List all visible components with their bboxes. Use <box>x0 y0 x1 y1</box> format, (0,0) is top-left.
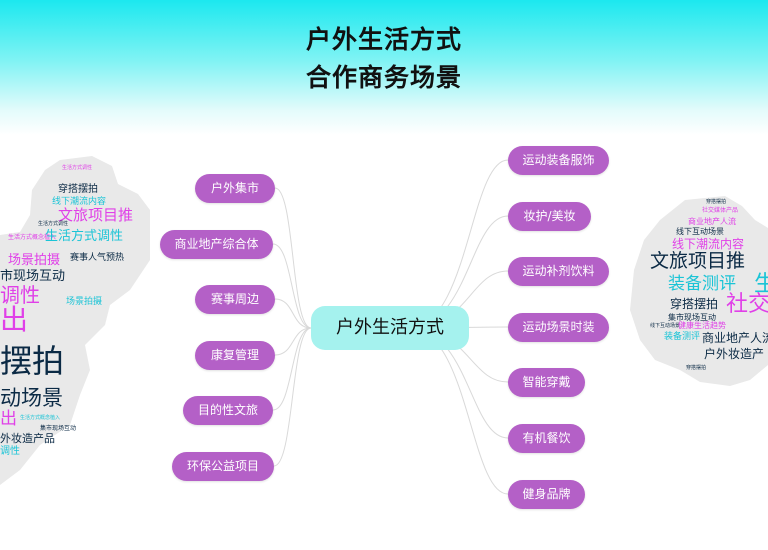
cloud-word: 穿搭摆拍 <box>58 184 98 195</box>
connector-left <box>274 327 312 356</box>
cloud-word: 穿搭摆拍 <box>670 297 719 311</box>
cloud-word: 集市现场互动 <box>668 313 716 322</box>
connector-left <box>272 327 312 411</box>
cloud-word: 商业地产人流 <box>688 217 736 226</box>
cloud-word: 线下互动场景 <box>650 323 681 329</box>
cloud-word: 外妆造产品 <box>0 432 55 445</box>
node-outdoor-market[interactable]: 户外集市 <box>195 174 275 203</box>
cloud-word: 商业地产人流 <box>702 331 768 345</box>
node-sports-supplements[interactable]: 运动补剂饮料 <box>508 257 609 286</box>
cloud-word: 赛事人气预热 <box>70 253 125 263</box>
node-eco-charity[interactable]: 环保公益项目 <box>172 452 274 481</box>
node-beauty-care[interactable]: 妆护/美妆 <box>508 202 591 231</box>
cloud-word: 文旅项目推 <box>650 250 746 272</box>
cloud-word: 生 <box>754 272 768 297</box>
word-cloud-left: 生活方式调性 穿搭摆拍 线下潮流内容 文旅项目推 生活方式调性 生活方式概念植入… <box>0 140 150 485</box>
node-event-merch[interactable]: 赛事周边 <box>195 285 275 314</box>
connector-right <box>408 327 509 495</box>
cloud-word: 装备测评 <box>668 274 736 294</box>
connector-left <box>273 327 312 467</box>
connector-left <box>272 243 312 329</box>
cloud-word: 线下潮流内容 <box>672 237 745 251</box>
cloud-word: 户外妆造产 <box>704 347 765 361</box>
cloud-word: 出 <box>0 303 29 336</box>
cloud-word: 动场景 <box>0 386 63 410</box>
cloud-word: 生活方式调性 <box>45 229 124 244</box>
cloud-word: 文旅项目推 <box>58 206 134 224</box>
cloud-word: 健康生活趋势 <box>678 321 726 330</box>
word-cloud-right: 穿搭摆拍 社交媒体产品 商业地产人流 线下互动场景 线下潮流内容 文旅项目推 装… <box>630 190 768 390</box>
cloud-word: 社交 <box>726 292 768 317</box>
cloud-left-shape <box>0 156 150 485</box>
cloud-word: 调性 <box>0 446 20 457</box>
connector-right <box>408 159 509 329</box>
center-node[interactable]: 户外生活方式 <box>311 306 469 350</box>
cloud-word: 生活方式概念植入 <box>20 415 61 421</box>
connector-left <box>274 187 312 329</box>
cloud-word: 场景拍摄 <box>8 253 61 268</box>
node-smart-wearables[interactable]: 智能穿戴 <box>508 368 585 397</box>
node-organic-dining[interactable]: 有机餐饮 <box>508 424 585 453</box>
cloud-word: 社交媒体产品 <box>702 207 739 214</box>
cloud-word: 生活方式调性 <box>62 165 93 171</box>
cloud-word: 场景拍摄 <box>66 297 103 307</box>
cloud-word: 调性 <box>0 283 40 307</box>
cloud-word: 生活方式概念植入 <box>8 234 57 241</box>
cloud-right-shape <box>630 196 768 386</box>
cloud-word: 出 <box>0 409 17 429</box>
node-sports-apparel[interactable]: 运动装备服饰 <box>508 146 609 175</box>
node-commercial-complex[interactable]: 商业地产综合体 <box>160 230 273 259</box>
node-fitness-brands[interactable]: 健身品牌 <box>508 480 585 509</box>
cloud-word: 生活方式调性 <box>38 221 69 227</box>
title-line-1: 户外生活方式 <box>305 25 462 54</box>
cloud-word: 集市现场互动 <box>40 425 77 432</box>
node-destination-tourism[interactable]: 目的性文旅 <box>183 396 273 425</box>
cloud-word: 装备测评 <box>664 332 701 342</box>
cloud-word: 穿搭摆拍 <box>686 365 707 371</box>
node-sports-fashion[interactable]: 运动场景时装 <box>508 313 609 342</box>
cloud-word: 市现场互动 <box>0 269 66 284</box>
cloud-word: 摆拍 <box>0 342 65 380</box>
node-rehab-management[interactable]: 康复管理 <box>195 341 275 370</box>
title-line-2: 合作商务场景 <box>305 63 462 92</box>
connector-left <box>274 298 312 329</box>
cloud-word: 线下潮流内容 <box>52 197 107 207</box>
cloud-word: 穿搭摆拍 <box>706 199 727 205</box>
cloud-word: 线下互动场景 <box>676 227 724 236</box>
